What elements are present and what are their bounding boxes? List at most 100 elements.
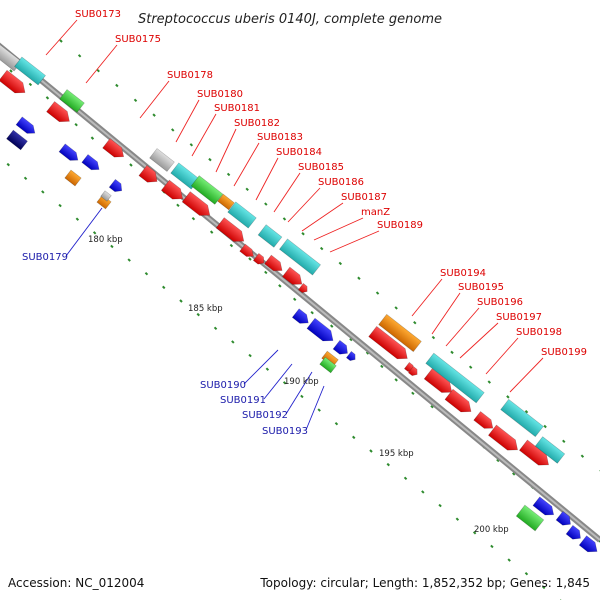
gene-feature-50[interactable]	[532, 496, 557, 519]
gene-label-SUB0189[interactable]: SUB0189	[377, 220, 423, 231]
gene-feature-5[interactable]	[46, 101, 74, 126]
leader-line-manZ	[313, 217, 364, 241]
track-dot	[265, 367, 270, 371]
gene-feature-43[interactable]	[444, 388, 475, 416]
gene-feature-37[interactable]	[378, 313, 422, 353]
track-dot	[191, 217, 196, 221]
gene-label-SUB0175[interactable]: SUB0175	[115, 34, 161, 45]
gene-feature-21[interactable]	[279, 238, 321, 276]
track-dot	[317, 408, 321, 412]
gene-feature-29[interactable]	[282, 266, 305, 289]
gene-feature-25[interactable]	[215, 217, 248, 247]
track-dot	[512, 472, 516, 476]
gene-feature-8[interactable]	[6, 129, 28, 151]
gene-feature-51[interactable]	[555, 510, 574, 528]
gene-label-SUB0173[interactable]: SUB0173	[75, 9, 121, 20]
track-dot	[209, 230, 214, 234]
gene-feature-16[interactable]	[170, 162, 200, 190]
gene-label-SUB0180[interactable]: SUB0180	[197, 89, 243, 100]
gene-feature-20[interactable]	[257, 224, 283, 248]
gene-feature-26[interactable]	[239, 243, 257, 260]
gene-feature-1[interactable]	[0, 42, 22, 72]
gene-feature-6[interactable]	[102, 138, 128, 161]
gene-label-SUB0198[interactable]: SUB0198	[516, 327, 562, 338]
gene-feature-47[interactable]	[500, 398, 544, 438]
gene-label-SUB0191[interactable]: SUB0191	[220, 395, 266, 406]
gene-feature-41[interactable]	[425, 352, 485, 404]
gene-feature-48[interactable]	[534, 436, 566, 464]
gene-label-SUB0179[interactable]: SUB0179	[22, 252, 68, 263]
gene-label-SUB0194[interactable]: SUB0194	[440, 268, 486, 279]
gene-label-SUB0190[interactable]: SUB0190	[200, 380, 246, 391]
gene-label-SUB0186[interactable]: SUB0186	[318, 177, 364, 188]
track-dot	[92, 231, 97, 235]
track-dot	[110, 244, 114, 249]
track-dot	[264, 270, 268, 275]
gene-label-SUB0181[interactable]: SUB0181	[214, 103, 260, 114]
gene-feature-45[interactable]	[487, 424, 521, 455]
gene-feature-38[interactable]	[368, 325, 412, 363]
gene-label-SUB0178[interactable]: SUB0178	[167, 70, 213, 81]
track-dot	[580, 454, 585, 458]
gene-label-SUB0193[interactable]: SUB0193	[262, 426, 308, 437]
gene-feature-10[interactable]	[81, 154, 102, 174]
gene-label-SUB0184[interactable]: SUB0184	[276, 147, 322, 158]
gene-label-SUB0197[interactable]: SUB0197	[496, 312, 542, 323]
gene-label-SUB0195[interactable]: SUB0195	[458, 282, 504, 293]
leader-line-SUB0192	[285, 371, 313, 415]
gene-feature-42[interactable]	[423, 368, 456, 398]
gene-feature-22[interactable]	[138, 164, 161, 186]
gene-label-SUB0199[interactable]: SUB0199	[541, 347, 587, 358]
track-dot	[300, 394, 304, 399]
gene-feature-17[interactable]	[190, 175, 224, 205]
gene-feature-12[interactable]	[108, 178, 125, 194]
leader-line-SUB0181	[191, 113, 217, 157]
track-dot	[487, 380, 491, 384]
track-dot	[248, 353, 252, 358]
gene-label-SUB0196[interactable]: SUB0196	[477, 297, 523, 308]
track-dot	[245, 187, 249, 191]
gene-feature-40[interactable]	[407, 365, 419, 377]
track-dot	[152, 113, 156, 117]
gene-feature-2[interactable]	[14, 56, 46, 86]
gene-feature-14[interactable]	[100, 190, 112, 202]
gene-label-SUB0182[interactable]: SUB0182	[234, 118, 280, 129]
gene-feature-34[interactable]	[345, 350, 357, 362]
gene-label-SUB0185[interactable]: SUB0185	[298, 162, 344, 173]
track-dot	[282, 217, 287, 221]
track-dot	[349, 337, 353, 342]
track-dot	[96, 68, 100, 73]
gene-feature-33[interactable]	[332, 339, 351, 357]
gene-feature-49[interactable]	[515, 504, 545, 532]
gene-feature-23[interactable]	[160, 179, 186, 204]
feature-labels: SUB0173SUB0175SUB0178SUB0180SUB0181SUB01…	[22, 9, 587, 437]
gene-feature-53[interactable]	[578, 535, 600, 557]
gene-feature-7[interactable]	[15, 116, 38, 137]
gene-feature-19[interactable]	[227, 201, 257, 229]
gene-label-manZ[interactable]: manZ	[361, 207, 390, 218]
leader-line-SUB0184	[255, 157, 279, 201]
gene-feature-52[interactable]	[565, 524, 584, 542]
gene-feature-15[interactable]	[149, 148, 175, 172]
gene-feature-44[interactable]	[473, 411, 497, 433]
gene-feature-4[interactable]	[59, 89, 85, 113]
gene-feature-11[interactable]	[64, 169, 82, 187]
gene-feature-3[interactable]	[0, 69, 29, 97]
track-dot	[338, 261, 343, 266]
gene-feature-31[interactable]	[291, 308, 311, 328]
gene-feature-9[interactable]	[58, 143, 81, 164]
gene-feature-36[interactable]	[319, 356, 337, 374]
gene-feature-28[interactable]	[264, 254, 286, 275]
gene-feature-18[interactable]	[217, 193, 235, 211]
gene-label-SUB0187[interactable]: SUB0187	[341, 192, 387, 203]
gene-feature-46[interactable]	[518, 439, 552, 470]
leader-line-SUB0175	[85, 44, 118, 84]
gene-label-SUB0183[interactable]: SUB0183	[257, 132, 303, 143]
gene-label-SUB0192[interactable]: SUB0192	[242, 410, 288, 421]
gene-feature-30[interactable]	[297, 282, 309, 294]
gene-feature-32[interactable]	[306, 317, 337, 345]
gene-feature-27[interactable]	[252, 252, 266, 266]
gene-feature-24[interactable]	[181, 191, 214, 221]
